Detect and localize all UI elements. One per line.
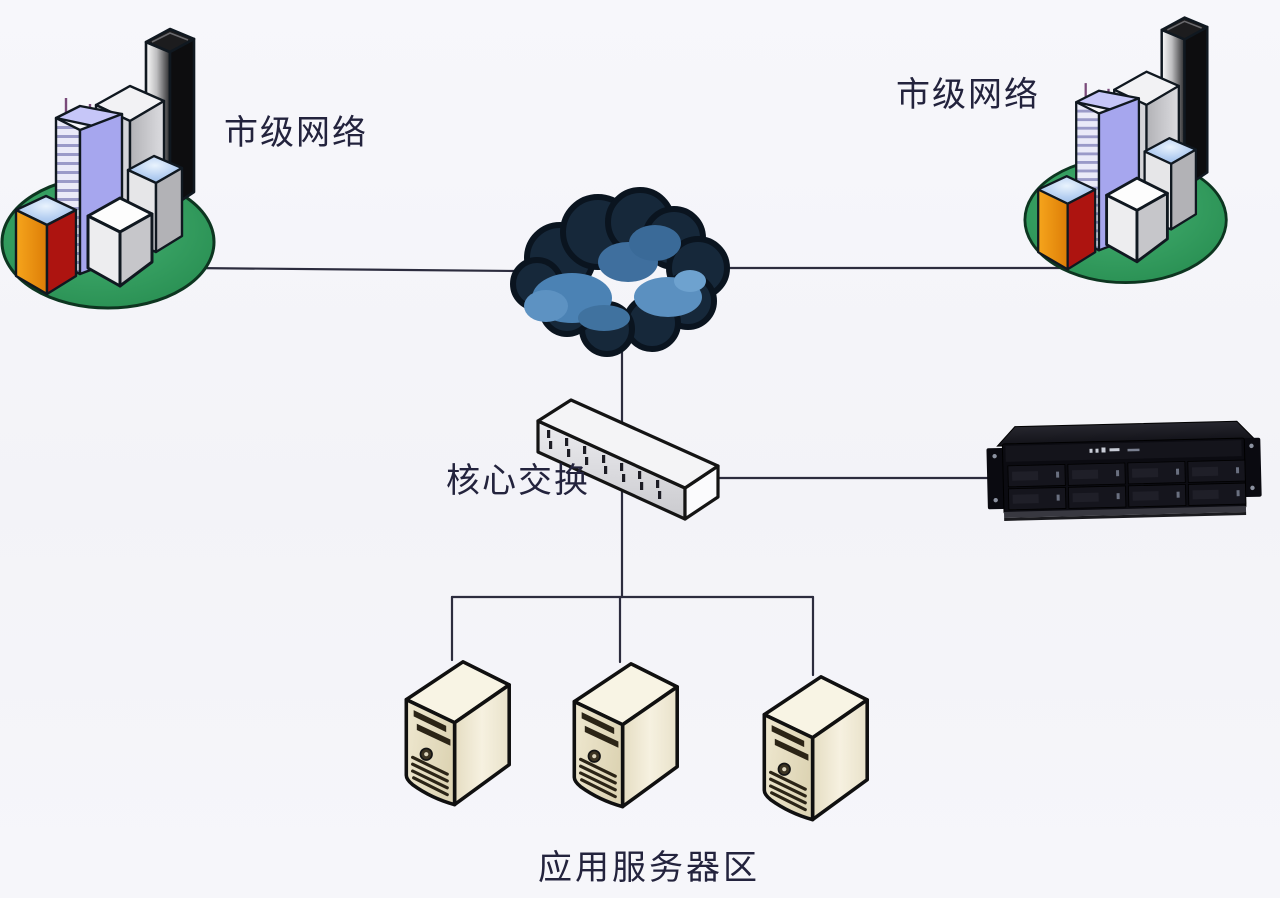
city-buildings-icon-left: [0, 27, 216, 310]
switch-icon: [536, 398, 720, 521]
cloud-icon: [510, 187, 730, 357]
city-buildings-icon-right: [1023, 16, 1228, 285]
city-network-right-label: 市级网络: [896, 75, 1040, 115]
tower-server-icon-2: [572, 662, 679, 809]
tower-server-icon-3: [762, 675, 869, 822]
tower-server-icon-1: [404, 660, 511, 807]
link-cityleft-cloud: [188, 266, 519, 273]
city-network-left-label: 市级网络: [224, 113, 368, 153]
core-switch-label: 核心交换: [446, 461, 590, 501]
rack-server-icon: [986, 420, 1262, 521]
app-server-zone-label: 应用服务器区: [538, 848, 760, 888]
